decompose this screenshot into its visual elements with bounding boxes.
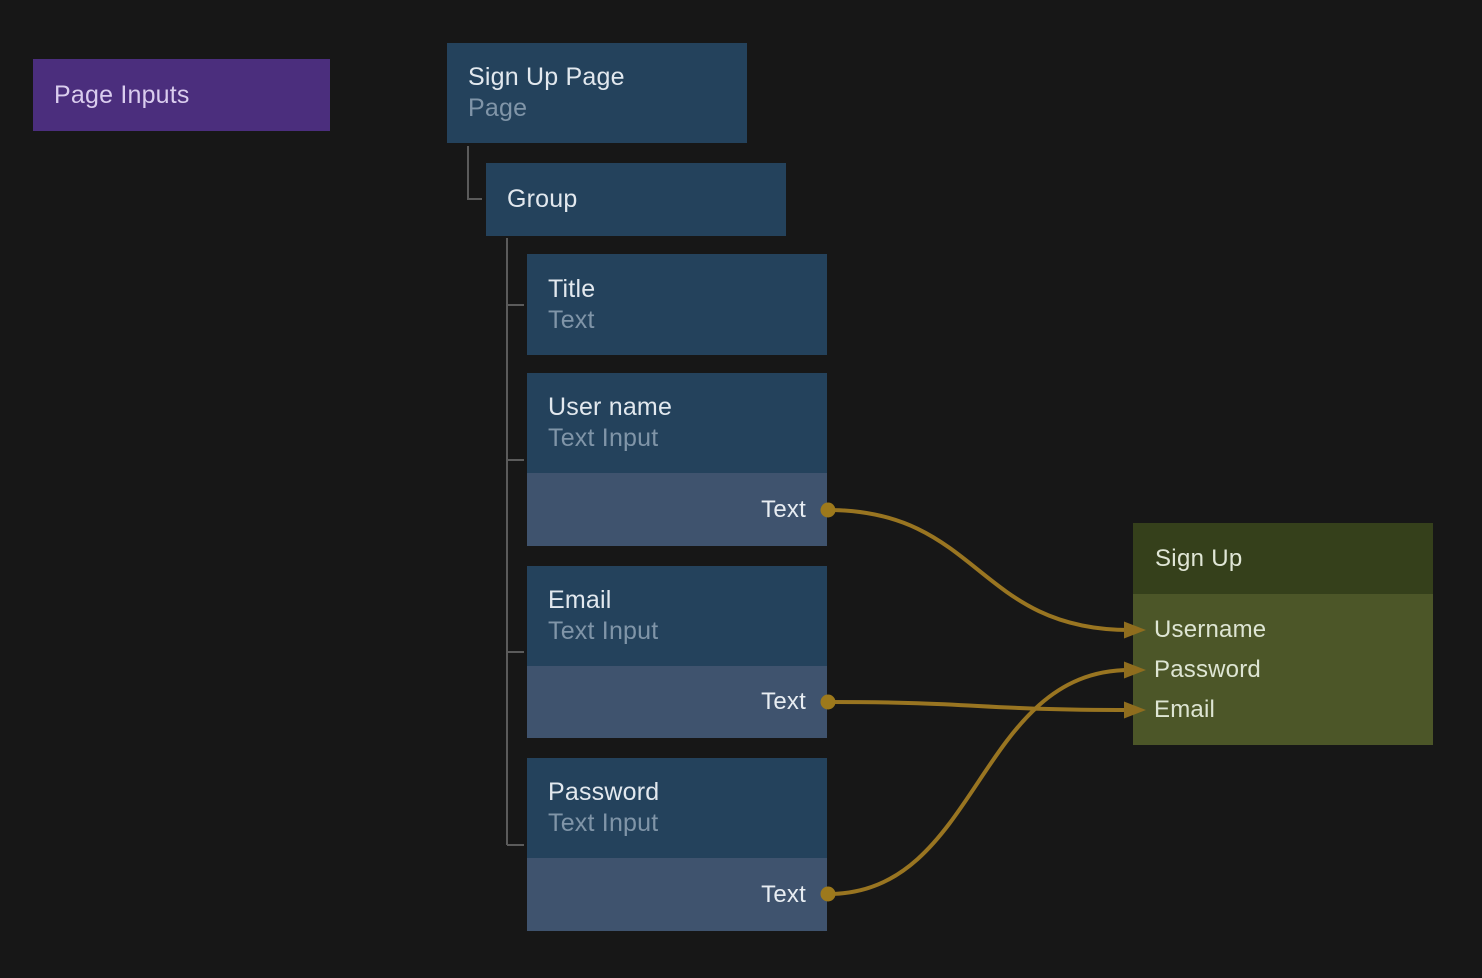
node-sign-up-action[interactable]: Sign Up Username Password Email: [1133, 523, 1433, 745]
output-port-label: Text: [761, 495, 806, 523]
input-password[interactable]: Password: [1154, 656, 1261, 683]
node-type-label: Text: [548, 305, 595, 334]
action-node-inputs: Username Password Email: [1133, 594, 1433, 745]
output-port-row: Text: [527, 858, 827, 931]
node-type-label: Text Input: [548, 424, 659, 452]
page-inputs-node[interactable]: Page Inputs: [33, 59, 330, 131]
wire-connections: [820, 502, 1146, 902]
node-user-name-input[interactable]: User name Text Input Text: [527, 373, 827, 546]
node-type-label: Text Input: [548, 809, 659, 837]
output-port-row: Text: [527, 666, 827, 738]
node-email-input[interactable]: Email Text Input Text: [527, 566, 827, 738]
node-title: Email: [548, 586, 612, 614]
output-port-row: Text: [527, 473, 827, 546]
input-email[interactable]: Email: [1154, 696, 1216, 723]
tree-connector-lines: [467, 146, 524, 846]
connection-wire[interactable]: [827, 508, 1131, 632]
node-title: Sign Up Page: [468, 63, 625, 91]
node-type-label: Page: [468, 94, 528, 122]
action-node-header: Sign Up: [1133, 523, 1433, 594]
node-group[interactable]: Group: [486, 163, 786, 236]
node-title-text[interactable]: Title Text: [527, 254, 827, 355]
node-title: Group: [507, 185, 578, 213]
input-username[interactable]: Username: [1154, 616, 1267, 643]
node-title: Title: [548, 274, 596, 303]
node-password-input[interactable]: Password Text Input Text: [527, 758, 827, 931]
node-type-label: Text Input: [548, 617, 659, 645]
page-inputs-label: Page Inputs: [54, 80, 190, 109]
output-port-label: Text: [761, 688, 806, 715]
node-sign-up-page[interactable]: Sign Up Page Page: [447, 43, 747, 143]
connection-wire[interactable]: [827, 668, 1131, 896]
action-node-title: Sign Up: [1155, 544, 1243, 572]
node-title: User name: [548, 393, 673, 421]
connection-wire[interactable]: [827, 700, 1131, 712]
node-title: Password: [548, 778, 660, 806]
output-port-label: Text: [761, 880, 806, 908]
tree-elbow-root-to-group: [467, 146, 482, 200]
